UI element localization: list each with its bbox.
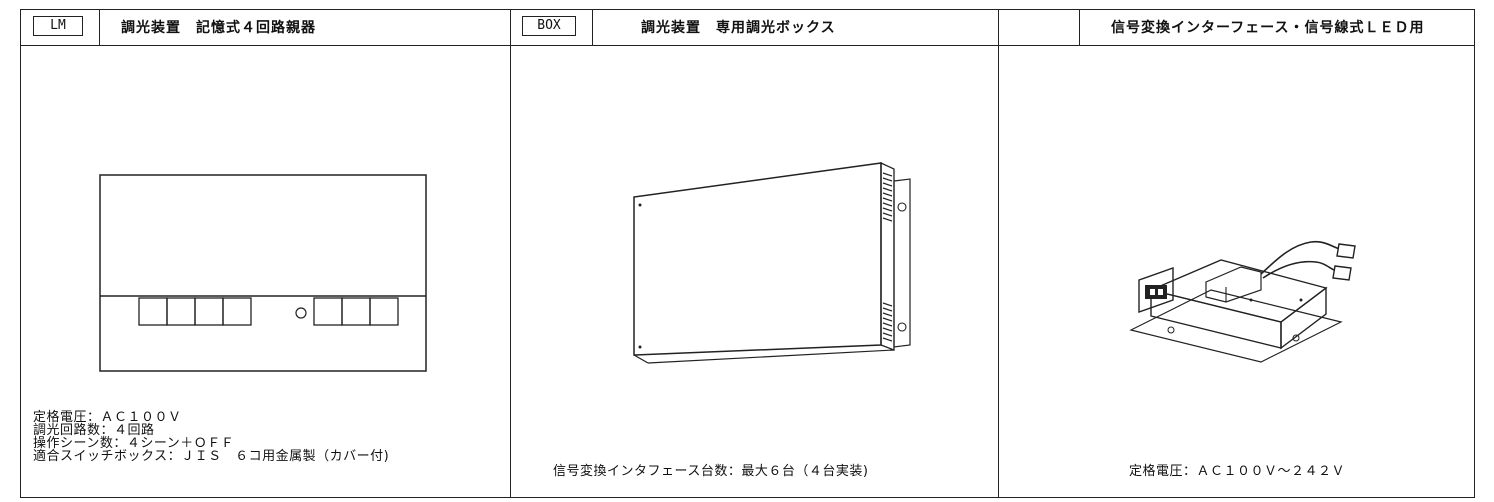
product-code-blank [1011, 16, 1071, 36]
product-code-lm: LM [33, 16, 83, 36]
spec-line: 調光回路数：４回路 [33, 423, 155, 438]
dimmer-box-drawing [633, 161, 911, 364]
panel-2-title: 調光装置 専用調光ボックス [641, 20, 836, 36]
spec-line: 適合スイッチボックス：ＪＩＳ ６コ用金属製（カバー付) [33, 449, 390, 464]
spec-line: 定格電圧：ＡＣ１００Ｖ～２４２Ｖ [1129, 464, 1346, 479]
lm-unit-drawing [99, 174, 427, 372]
interface-module-drawing [1129, 240, 1356, 363]
spec-line: 定格電圧：ＡＣ１００Ｖ [33, 410, 182, 425]
spec-sheet: LM 調光装置 記憶式４回路親器 BOX 調光装置 専用調光ボックス 信号変換イ… [20, 9, 1475, 498]
header-divider [592, 10, 593, 46]
panel-3-title: 信号変換インターフェース・信号線式ＬＥＤ用 [1111, 20, 1425, 36]
panel-1-title: 調光装置 記憶式４回路親器 [121, 20, 316, 36]
spec-line: 信号変換インタフェース台数：最大６台（４台実装) [553, 464, 869, 479]
spec-line: 操作シーン数：４シーン＋ＯＦＦ [33, 436, 235, 451]
product-code-box: BOX [522, 16, 576, 36]
header-divider [99, 10, 100, 46]
panel-divider [998, 10, 999, 497]
panel-divider [510, 10, 511, 497]
header-divider [1079, 10, 1080, 46]
header-row [21, 10, 1474, 46]
